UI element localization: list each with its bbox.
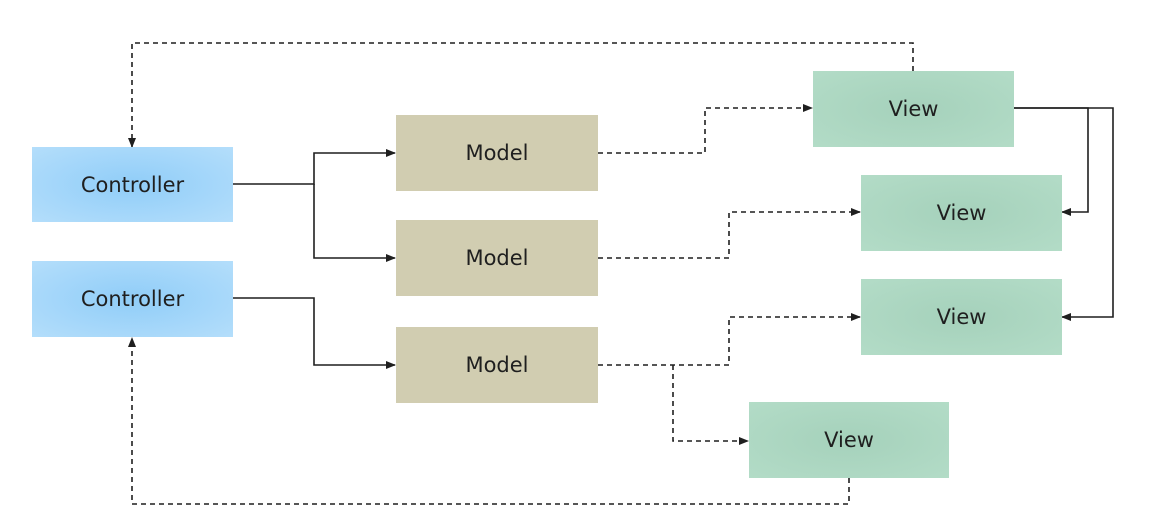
edge-controller1-model1	[233, 149, 396, 185]
model-label-3: Model	[465, 353, 529, 377]
controller-box-2: Controller	[32, 261, 233, 337]
edge-view4-controller2	[128, 337, 850, 505]
model-label-1: Model	[465, 141, 529, 165]
view-box-1: View	[813, 71, 1014, 147]
view-box-2: View	[861, 175, 1062, 251]
edge-model1-view1	[598, 104, 813, 154]
edge-model3-view4	[672, 365, 749, 445]
view-box-4: View	[749, 402, 949, 478]
controller-label-2: Controller	[80, 287, 185, 311]
model-box-2: Model	[396, 220, 598, 296]
model-label-2: Model	[465, 246, 529, 270]
view-label-1: View	[888, 97, 939, 121]
edge-controller1-model2	[313, 184, 396, 262]
edge-controller2-model3	[233, 297, 396, 369]
edge-model3-view3	[598, 313, 861, 366]
edge-view1-controller1	[128, 42, 914, 148]
model-box-1: Model	[396, 115, 598, 191]
view-label-3: View	[936, 305, 987, 329]
view-label-2: View	[936, 201, 987, 225]
controller-label-1: Controller	[80, 172, 185, 197]
controller-box-1: Controller	[32, 147, 233, 222]
edge-model2-view2	[598, 208, 861, 259]
edge-view1-view3	[1014, 107, 1114, 321]
model-box-3: Model	[396, 327, 598, 403]
view-label-4: View	[824, 428, 874, 452]
view-box-3: View	[861, 279, 1062, 355]
